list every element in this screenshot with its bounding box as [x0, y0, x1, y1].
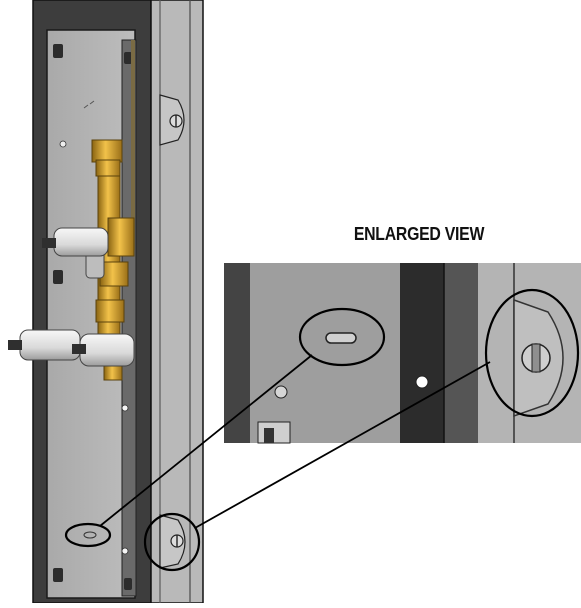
screw-bottom-right: [124, 578, 132, 590]
callout-large-lock: [484, 288, 580, 418]
lower-right-valve-handle: [79, 333, 135, 367]
valve-assembly-icon: [8, 40, 135, 381]
callout-small-lock: [143, 512, 201, 572]
callout-small-slot: [64, 522, 112, 548]
screw-bottom-left: [53, 568, 63, 582]
side-door-panel: [150, 0, 204, 604]
screw-top-right: [124, 52, 132, 64]
enlarged-view-inset: [224, 263, 581, 444]
inset-keyhole-slot-icon: [325, 332, 357, 344]
leader-line-lock: [194, 361, 491, 529]
lower-left-valve-handle: [19, 329, 81, 361]
callout-large-slot: [298, 307, 386, 367]
screw-mid-left: [53, 270, 63, 284]
keyhole-slot-icon: [83, 531, 97, 539]
enlarged-view-caption: ENLARGED VIEW: [353, 224, 485, 244]
screw-top-left: [53, 44, 63, 58]
upper-valve-handle: [53, 227, 109, 257]
leader-line-slot: [99, 354, 313, 527]
callouts: [64, 288, 580, 572]
